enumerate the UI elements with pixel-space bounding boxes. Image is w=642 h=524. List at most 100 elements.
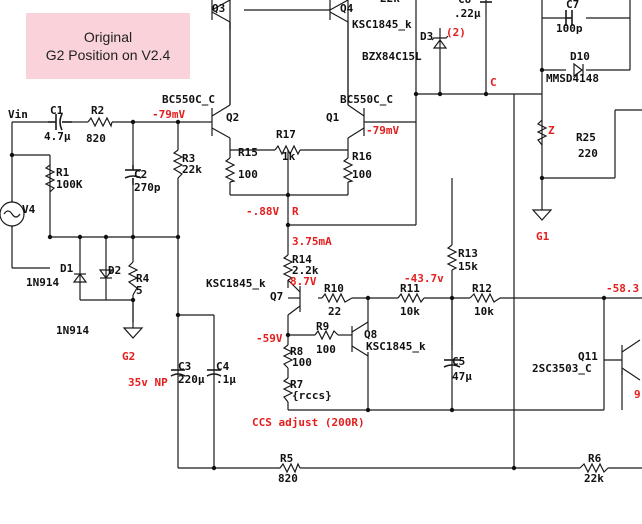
g1-ground xyxy=(531,209,553,221)
d10-label: D10 xyxy=(570,50,590,63)
bc550-left-label: BC550C_C xyxy=(162,93,215,106)
q11-type: 2SC3503_C xyxy=(532,362,592,375)
r4-label: R4 xyxy=(136,272,150,285)
note-line-1: Original xyxy=(83,29,133,45)
r1-label: R1 xyxy=(56,166,70,179)
r2-value: 820 xyxy=(86,132,106,145)
c8-value: .22µ xyxy=(454,7,481,20)
c3-label: C3 xyxy=(178,360,191,373)
transistors xyxy=(211,0,641,381)
ksc1845-q7-label: KSC1845_k xyxy=(206,277,266,290)
v-q2-label: -79mV xyxy=(152,108,185,121)
r6-label: R6 xyxy=(588,452,602,465)
c5-plate-b xyxy=(443,364,461,368)
r3-body xyxy=(172,149,184,179)
r17-value: 1k xyxy=(282,150,296,163)
r8-value: 100 xyxy=(292,356,312,369)
r12-label: R12 xyxy=(472,282,492,295)
g2-label: G2 xyxy=(122,350,135,363)
c2-value: 270p xyxy=(134,181,161,194)
v-q1-label: -79mV xyxy=(366,124,399,137)
r14-value: 2.2k xyxy=(292,264,319,277)
note-line-2: G2 Position on V2.4 xyxy=(45,47,171,63)
node-z-label: Z xyxy=(548,124,555,137)
c3-value: 220µ xyxy=(178,373,205,386)
r4-value: 5 xyxy=(136,284,143,297)
r6-value: 22k xyxy=(584,472,604,485)
g1-label: G1 xyxy=(536,230,550,243)
ksc1845-top-label: KSC1845_k xyxy=(352,18,412,31)
r16-label: R16 xyxy=(352,150,372,163)
r15-body xyxy=(224,157,236,183)
r12-value: 10k xyxy=(474,305,494,318)
q1-label: Q1 xyxy=(326,111,340,124)
v4-source xyxy=(0,201,25,227)
d3-label: D3 xyxy=(420,30,433,43)
r7-label: R7 xyxy=(290,378,303,391)
junction-dots xyxy=(9,67,607,471)
d3-body xyxy=(432,39,448,49)
top-cut-label: 22k xyxy=(380,0,400,5)
v-r-label: -.88V xyxy=(246,205,279,218)
d2-label: D2 xyxy=(108,264,121,277)
q11-label: Q11 xyxy=(578,350,598,363)
q3-label: Q3 xyxy=(212,2,225,15)
r17-body xyxy=(274,144,301,156)
right-cut-label: 9 xyxy=(634,388,641,401)
c4-value: .1µ xyxy=(216,373,236,386)
r9-value: 100 xyxy=(316,343,336,356)
r2-label: R2 xyxy=(91,104,104,117)
r10-body xyxy=(321,292,353,304)
d2-type: 1N914 xyxy=(56,324,89,337)
diodes xyxy=(72,35,584,283)
d3-note: (2) xyxy=(446,26,466,39)
g2-ground xyxy=(122,327,144,339)
ccs-note: CCS adjust (200R) xyxy=(252,416,365,429)
r5-label: R5 xyxy=(280,452,293,465)
r11-value: 10k xyxy=(400,305,420,318)
r2-body xyxy=(87,116,113,128)
r14-body xyxy=(282,254,294,281)
capacitors xyxy=(48,1,573,377)
r5-value: 820 xyxy=(278,472,298,485)
q7-label: Q7 xyxy=(270,290,283,303)
r7-value: {rccs} xyxy=(292,389,332,402)
c5-label: C5 xyxy=(452,355,465,368)
bc550-right-label: BC550C_C xyxy=(340,93,393,106)
bzx-label: BZX84C15L xyxy=(362,50,422,63)
r15-label: R15 xyxy=(238,146,258,159)
r5-body xyxy=(279,462,301,474)
v-r11-label: -43.7v xyxy=(404,272,444,285)
c4-label: C4 xyxy=(216,360,230,373)
c4-plate-b xyxy=(206,373,222,377)
ksc1845-q8-label: KSC1845_k xyxy=(366,340,426,353)
v-right-label: -58.3 xyxy=(606,282,639,295)
r10-value: 22 xyxy=(328,305,341,318)
r10-label: R10 xyxy=(324,282,344,295)
labels: Q3 Q4 22k C8 .22µ KSC1845_k D3 (2) BZX84… xyxy=(8,0,641,485)
r6-body xyxy=(579,462,609,474)
c3-note: 35v NP xyxy=(128,376,168,389)
r7-body xyxy=(282,377,294,403)
q8-label: Q8 xyxy=(364,328,377,341)
d1-label: D1 xyxy=(60,262,74,275)
c2-label: C2 xyxy=(134,168,147,181)
ground-symbols xyxy=(122,209,553,339)
resistors xyxy=(44,116,609,474)
d1-type: 1N914 xyxy=(26,276,59,289)
node-c-label: C xyxy=(490,76,497,89)
q2-label: Q2 xyxy=(226,111,239,124)
r15-value: 100 xyxy=(238,168,258,181)
c1-value: 4.7µ xyxy=(44,130,71,143)
v-q7-label: 8.7V xyxy=(290,275,317,288)
r8-body xyxy=(282,344,294,369)
d10-body xyxy=(573,62,583,78)
r8-label: R8 xyxy=(290,345,303,358)
c3-plate-b xyxy=(170,373,186,377)
r13-label: R13 xyxy=(458,247,478,260)
r9-label: R9 xyxy=(316,320,329,333)
r11-body xyxy=(397,292,425,304)
mmsd-label: MMSD4148 xyxy=(546,72,599,85)
r3-value: 22k xyxy=(182,163,202,176)
q4-label: Q4 xyxy=(340,2,354,15)
